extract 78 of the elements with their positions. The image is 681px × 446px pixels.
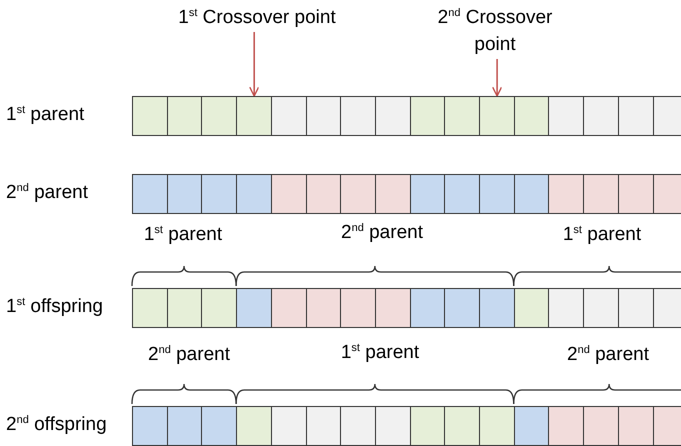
- segment-label: 1$^{st}$ parent: [340, 342, 420, 364]
- gene-cell: [270, 406, 307, 446]
- gene-cell: [374, 174, 412, 214]
- row-label: 1$^{st}$ offspring: [6, 296, 103, 318]
- gene-cell: [514, 96, 550, 136]
- segment-label: 2$^{nd}$ parent: [341, 222, 423, 244]
- gene-cell: [270, 96, 307, 136]
- gene-cell: [132, 96, 168, 136]
- gene-cell: [548, 288, 585, 328]
- gene-cell: [652, 174, 681, 214]
- gene-cell: [652, 288, 681, 328]
- gene-cell: [132, 288, 168, 328]
- gene-cell: [444, 406, 480, 446]
- gene-cell: [306, 96, 342, 136]
- crossover-label: 2$^{nd}$ Crossover point: [415, 4, 575, 58]
- gene-cell: [514, 288, 550, 328]
- gene-cell: [479, 406, 516, 446]
- row-label: 1$^{st}$ parent: [6, 104, 84, 126]
- gene-cell: [374, 288, 412, 328]
- gene-cell: [444, 174, 480, 214]
- gene-cell: [236, 96, 272, 136]
- crossover-label: 1$^{st}$ Crossover point: [177, 4, 337, 31]
- gene-cell: [340, 174, 376, 214]
- gene-cell: [583, 174, 620, 214]
- gene-cell: [444, 96, 480, 136]
- gene-cell: [583, 96, 620, 136]
- gene-cell: [479, 96, 516, 136]
- gene-cell: [652, 406, 681, 446]
- gene-cell: [479, 288, 516, 328]
- gene-cell: [479, 174, 516, 214]
- gene-cell: [583, 406, 620, 446]
- gene-cell: [236, 174, 272, 214]
- gene-cell: [548, 406, 585, 446]
- gene-cell: [618, 174, 654, 214]
- gene-cell: [618, 96, 654, 136]
- gene-cell: [166, 174, 203, 214]
- segment-label: 2$^{nd}$ parent: [148, 344, 230, 366]
- gene-cell: [652, 96, 681, 136]
- gene-cell: [306, 288, 342, 328]
- gene-cell: [410, 288, 446, 328]
- gene-cell: [374, 96, 412, 136]
- gene-cell: [201, 174, 238, 214]
- gene-cell: [340, 406, 376, 446]
- gene-cell: [374, 406, 412, 446]
- gene-cell: [514, 406, 550, 446]
- gene-cell: [236, 288, 272, 328]
- segment-label: 1$^{st}$ parent: [144, 224, 222, 246]
- gene-cell: [410, 174, 446, 214]
- gene-cell: [132, 406, 168, 446]
- gene-cell: [618, 406, 654, 446]
- gene-cell: [236, 406, 272, 446]
- row-label: 2$^{nd}$ parent: [6, 182, 88, 204]
- gene-cell: [340, 288, 376, 328]
- gene-cell: [410, 96, 446, 136]
- gene-cell: [340, 96, 376, 136]
- gene-cell: [444, 288, 480, 328]
- gene-cell: [270, 174, 307, 214]
- gene-cell: [410, 406, 446, 446]
- gene-cell: [583, 288, 620, 328]
- arrow: [249, 32, 260, 97]
- arrow: [492, 59, 502, 97]
- gene-cell: [201, 288, 238, 328]
- row-label: 2$^{nd}$ offspring: [6, 414, 107, 436]
- gene-cell: [306, 174, 342, 214]
- gene-cell: [514, 174, 550, 214]
- gene-cell: [166, 406, 203, 446]
- segment-label: 2$^{nd}$ parent: [567, 344, 649, 366]
- gene-cell: [270, 288, 307, 328]
- gene-cell: [618, 288, 654, 328]
- gene-cell: [166, 96, 203, 136]
- gene-cell: [132, 174, 168, 214]
- gene-cell: [201, 406, 238, 446]
- gene-cell: [201, 96, 238, 136]
- gene-cell: [548, 96, 585, 136]
- segment-label: 1$^{st}$ parent: [562, 224, 642, 246]
- gene-cell: [548, 174, 585, 214]
- gene-cell: [166, 288, 203, 328]
- gene-cell: [306, 406, 342, 446]
